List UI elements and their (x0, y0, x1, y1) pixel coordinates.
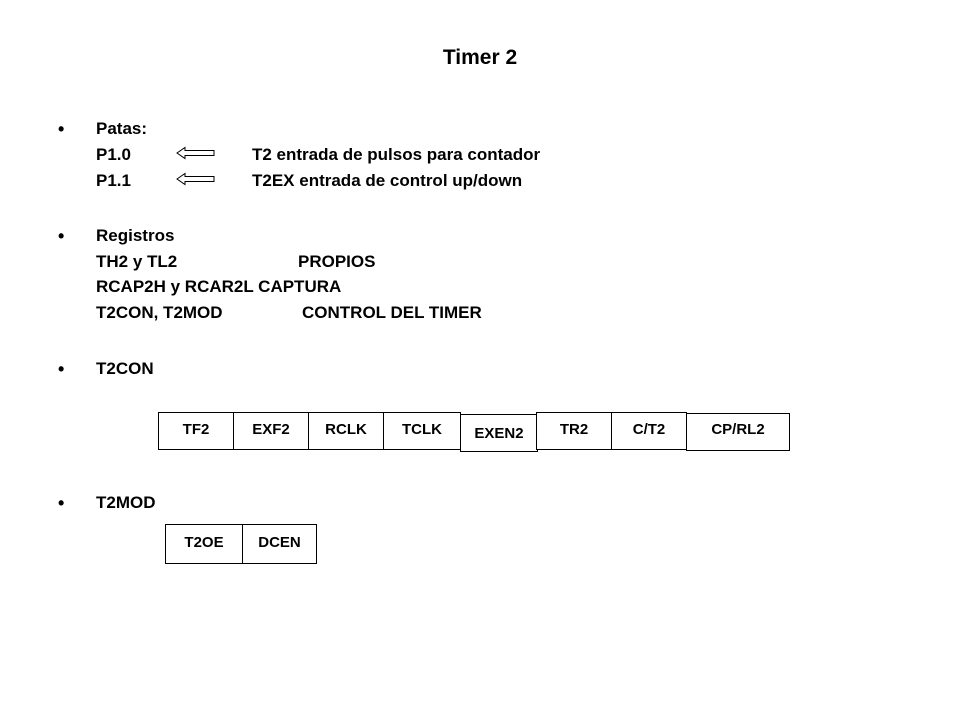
left-arrow-icon (176, 172, 215, 186)
slide-title: Timer 2 (442, 46, 518, 69)
register-role-control: CONTROL DEL TIMER (302, 303, 482, 322)
t2mod-bit-t2oe: T2OE (165, 524, 243, 564)
left-arrow-icon (176, 146, 215, 160)
t2mod-heading: T2MOD (96, 493, 156, 512)
pin-label-p10: P1.0 (96, 145, 131, 164)
register-captura: RCAP2H y RCAR2L CAPTURA (96, 277, 342, 296)
bullet-patas: • (58, 119, 65, 139)
t2con-bit-tf2: TF2 (158, 412, 234, 450)
register-name-th2-tl2: TH2 y TL2 (96, 252, 178, 271)
register-role-propios: PROPIOS (298, 252, 376, 271)
t2con-bit-tclk: TCLK (383, 412, 461, 450)
t2con-bit-ct2: C/T2 (611, 412, 687, 450)
t2con-heading: T2CON (96, 359, 154, 378)
t2mod-bit-dcen: DCEN (242, 524, 317, 564)
pin-description-p10: T2 entrada de pulsos para contador (252, 145, 541, 164)
bullet-t2mod: • (58, 493, 65, 513)
t2con-bit-exf2: EXF2 (233, 412, 309, 450)
t2con-bit-exen2: EXEN2 (460, 414, 538, 452)
t2con-bit-rclk: RCLK (308, 412, 384, 450)
pin-label-p11: P1.1 (96, 171, 131, 190)
patas-heading: Patas: (96, 119, 148, 138)
bullet-t2con: • (58, 359, 65, 379)
pin-description-p11: T2EX entrada de control up/down (252, 171, 523, 190)
registros-heading: Registros (96, 226, 175, 245)
register-name-t2con-t2mod: T2CON, T2MOD (96, 303, 223, 322)
t2con-bit-tr2: TR2 (536, 412, 612, 450)
bullet-registros: • (58, 226, 65, 246)
t2con-bit-cprl2: CP/RL2 (686, 413, 790, 451)
